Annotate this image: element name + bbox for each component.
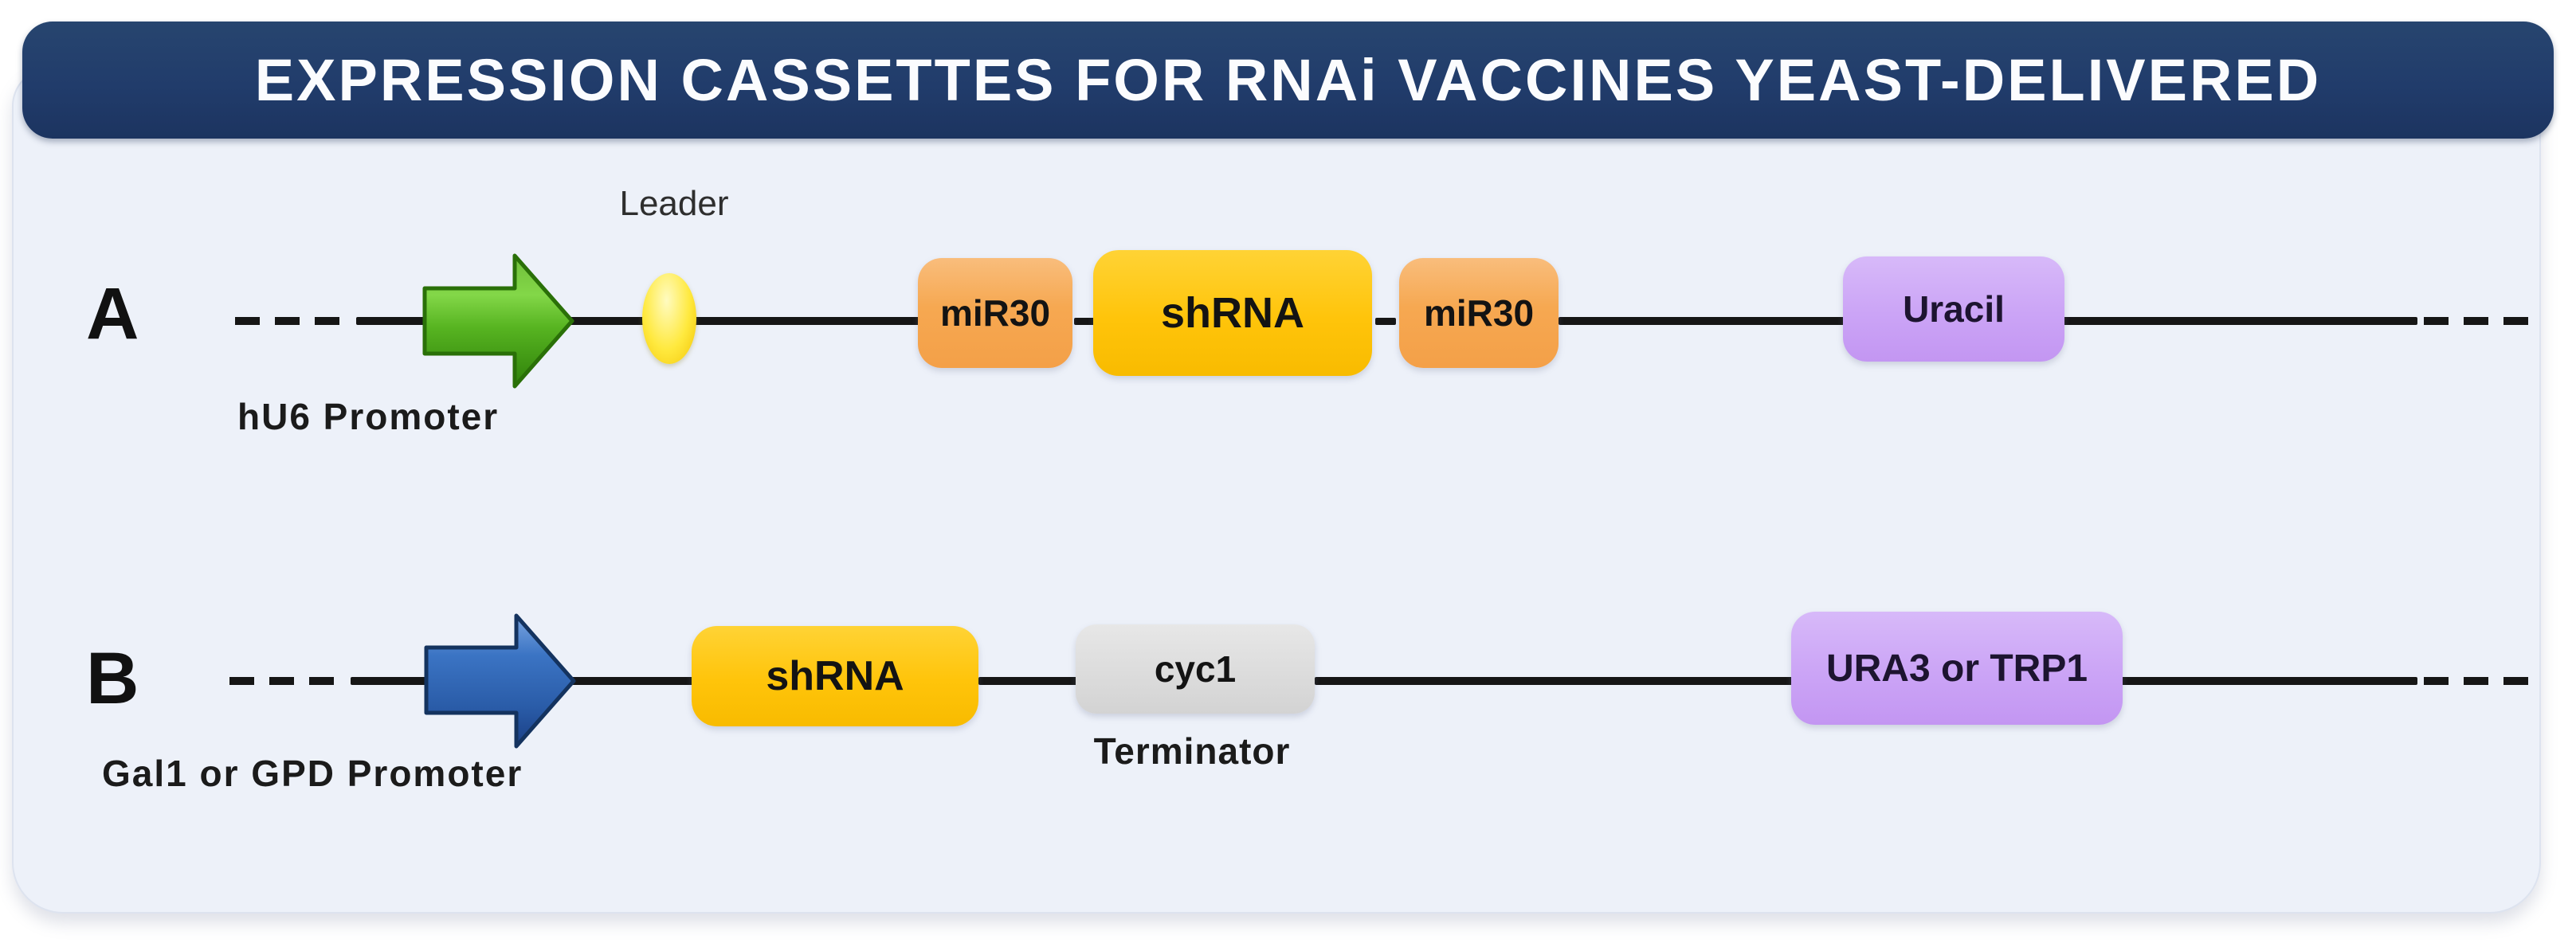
dna-line-a-2 xyxy=(1559,317,1847,325)
dna-dashes-b-right xyxy=(2424,677,2528,685)
ura3-trp1-marker-block: URA3 or TRP1 xyxy=(1791,612,2123,725)
figure-title: EXPRESSION CASSETTES FOR RNAi VACCINES Y… xyxy=(254,47,2322,113)
gal1-gpd-promoter-label: Gal1 or GPD Promoter xyxy=(102,753,523,794)
title-bar: EXPRESSION CASSETTES FOR RNAi VACCINES Y… xyxy=(22,22,2554,139)
figure-panel xyxy=(12,68,2541,914)
dna-line-a-3 xyxy=(2062,317,2417,325)
mir30-block-right: miR30 xyxy=(1399,258,1559,368)
mir30-block-left: miR30 xyxy=(918,258,1072,368)
hu6-promoter-label: hU6 Promoter xyxy=(237,396,500,437)
cassette-b-row-label: B xyxy=(86,638,139,719)
dna-line-b-4 xyxy=(2121,677,2417,685)
cassette-a-row-label: A xyxy=(86,273,139,354)
leader-bead xyxy=(642,273,696,364)
dna-microdash-a-2 xyxy=(1375,318,1396,325)
cyc1-terminator-block: cyc1 xyxy=(1076,624,1315,714)
dna-line-a-1 xyxy=(356,317,926,325)
hu6-promoter-arrow-icon xyxy=(422,253,574,389)
terminator-caption: Terminator xyxy=(1093,730,1291,772)
uracil-marker-block: Uracil xyxy=(1843,256,2064,362)
leader-label: Leader xyxy=(619,184,729,223)
dna-dashes-a-right xyxy=(2424,317,2528,325)
dna-microdash-a-1 xyxy=(1074,318,1095,325)
gal1-gpd-promoter-arrow-icon xyxy=(424,613,576,749)
shrna-block-a: shRNA xyxy=(1093,250,1372,376)
dna-dashes-b-left xyxy=(229,677,334,685)
dna-dashes-a-left xyxy=(235,317,339,325)
shrna-block-b: shRNA xyxy=(692,626,978,726)
dna-line-b-2 xyxy=(978,677,1084,685)
dna-line-b-3 xyxy=(1315,677,1794,685)
